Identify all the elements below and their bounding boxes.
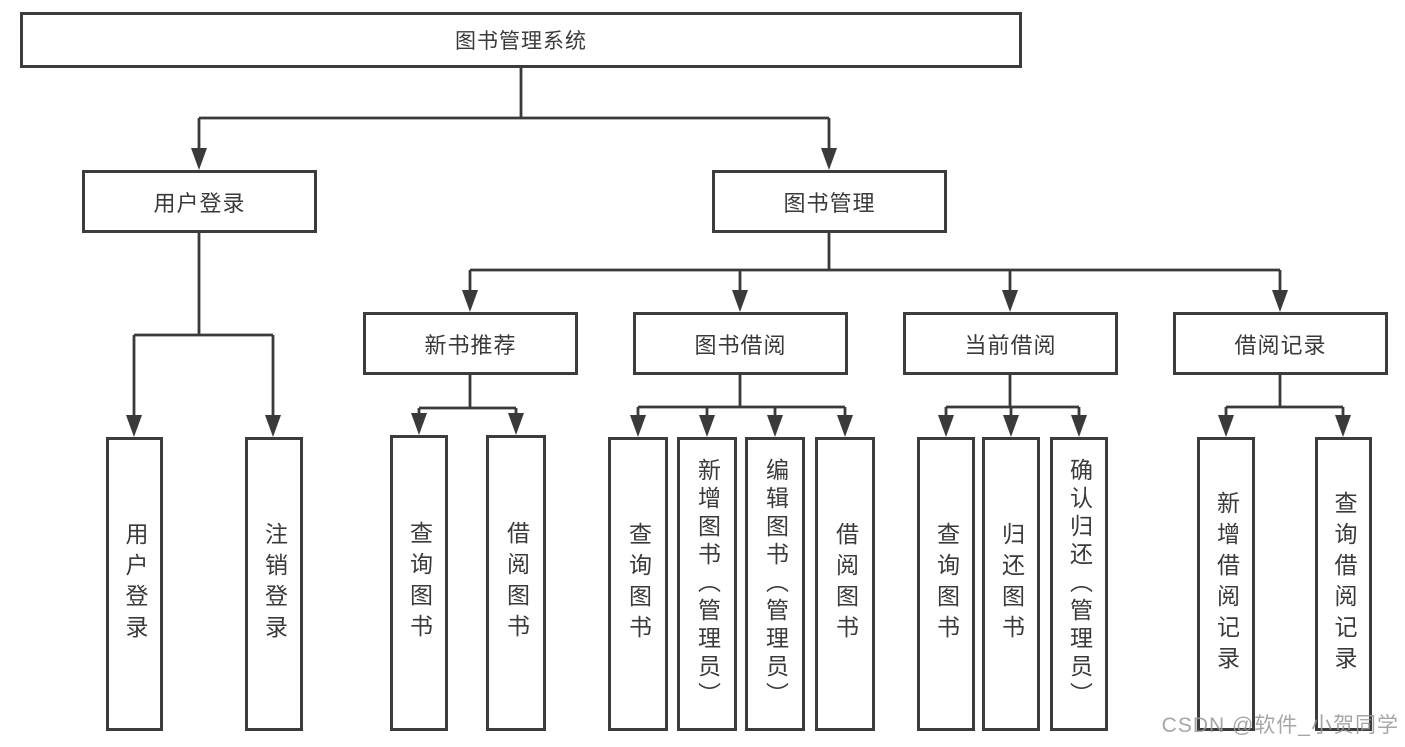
- leaf-current-confirm-return-admin: 确认归还（管理员）: [1050, 437, 1108, 731]
- arrow-down-icons: [126, 148, 1351, 437]
- leaf-newbook-borrow-books: 借阅图书: [486, 435, 546, 731]
- leaf-borrow-borrow-books: 借阅图书: [815, 437, 875, 731]
- leaf-borrow-query-books: 查询图书: [608, 437, 668, 731]
- node-library-management-system: 图书管理系统: [20, 12, 1022, 68]
- leaf-label: 归还图书: [998, 522, 1025, 646]
- leaf-borrow-edit-books-admin: 编辑图书（管理员）: [745, 437, 805, 731]
- node-user-login: 用户登录: [82, 170, 317, 233]
- leaf-current-return-books: 归还图书: [982, 437, 1040, 731]
- leaf-borrow-add-books-admin: 新增图书（管理员）: [677, 437, 737, 731]
- leaf-label: 新增借阅记录: [1213, 491, 1240, 677]
- node-label: 图书借阅: [694, 332, 787, 358]
- leaf-label: 查询借阅记录: [1331, 491, 1357, 677]
- leaf-label: 借阅图书: [503, 521, 530, 645]
- leaf-label: 用户登录: [122, 522, 148, 646]
- leaf-logout: 注销登录: [245, 437, 303, 731]
- node-book-borrow: 图书借阅: [633, 312, 848, 375]
- leaf-label: 查询图书: [625, 522, 652, 646]
- node-book-management: 图书管理: [712, 170, 947, 233]
- leaf-label: 查询图书: [933, 522, 960, 646]
- node-new-book-recommend: 新书推荐: [363, 312, 578, 375]
- leaf-label: 借阅图书: [832, 522, 859, 646]
- node-label: 图书管理: [783, 190, 876, 216]
- leaf-label: 编辑图书（管理员）: [762, 458, 789, 710]
- node-label: 新书推荐: [424, 332, 517, 358]
- node-label: 当前借阅: [964, 332, 1057, 358]
- node-label: 借阅记录: [1234, 332, 1327, 358]
- node-label: 图书管理系统: [455, 30, 587, 53]
- node-label: 用户登录: [153, 190, 246, 216]
- leaf-label: 确认归还（管理员）: [1066, 458, 1093, 710]
- leaf-label: 注销登录: [261, 522, 288, 646]
- csdn-watermark: CSDN @软件_小贺同学: [1161, 714, 1399, 737]
- leaf-current-query-books: 查询图书: [917, 437, 975, 731]
- node-borrow-records: 借阅记录: [1173, 312, 1388, 375]
- leaf-label: 新增图书（管理员）: [694, 458, 721, 710]
- leaf-records-query-borrow-record: 查询借阅记录: [1315, 437, 1372, 731]
- leaf-label: 查询图书: [406, 521, 433, 645]
- node-current-borrow: 当前借阅: [903, 312, 1118, 375]
- leaf-user-login: 用户登录: [106, 437, 163, 731]
- leaf-records-add-borrow-record: 新增借阅记录: [1197, 437, 1255, 731]
- leaf-newbook-query-books: 查询图书: [390, 435, 448, 731]
